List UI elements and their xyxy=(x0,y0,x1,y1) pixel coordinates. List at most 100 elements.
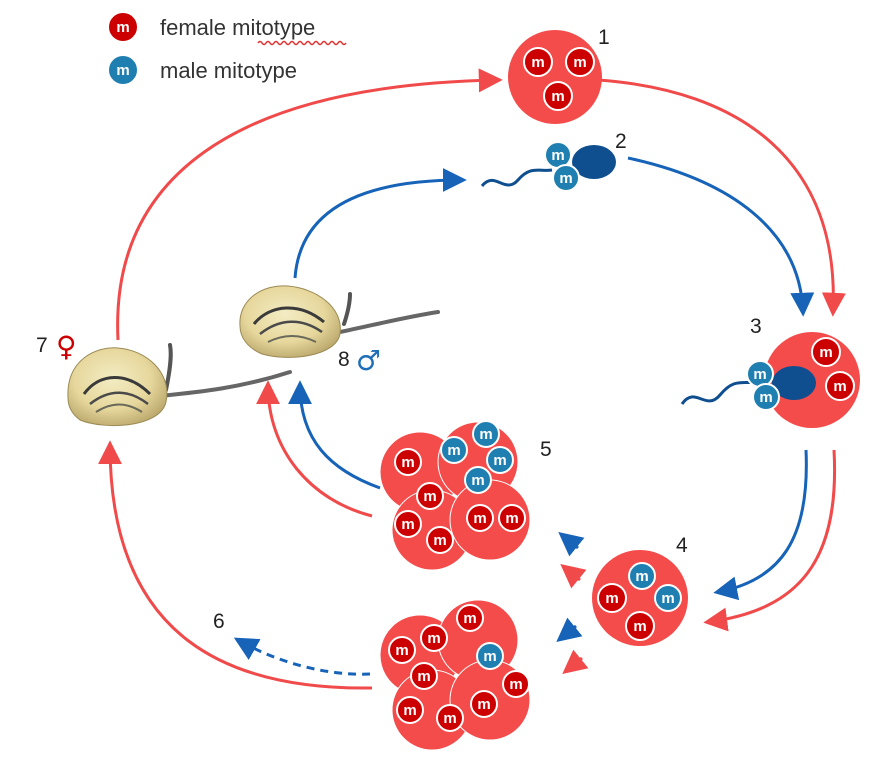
arrow-embryo-to-6-dashed xyxy=(233,637,371,676)
arrow-zygote-to-4cell-red xyxy=(703,449,837,632)
legend-male-swatch: m xyxy=(107,54,139,86)
svg-text:m: m xyxy=(463,610,476,627)
legend-male-glyph: m xyxy=(116,62,129,79)
male-mito: m xyxy=(486,446,514,474)
svg-text:m: m xyxy=(479,426,492,443)
arrow-4-to-female-embryo-red xyxy=(562,649,589,675)
svg-text:m: m xyxy=(471,472,484,489)
arrow-sperm-to-zygote xyxy=(627,156,815,317)
stage-label-7: 7 xyxy=(36,334,48,357)
zygote-icon: m m m m xyxy=(680,332,860,428)
svg-text:m: m xyxy=(403,702,416,719)
female-symbol: ♀ xyxy=(56,330,77,363)
svg-text:m: m xyxy=(401,516,414,533)
female-mito: m xyxy=(470,690,498,718)
female-mito: m xyxy=(597,583,627,613)
svg-text:m: m xyxy=(661,590,674,607)
svg-text:m: m xyxy=(531,54,544,71)
svg-text:m: m xyxy=(483,648,496,665)
stage-label-8: 8 xyxy=(338,348,350,371)
svg-text:m: m xyxy=(473,510,486,527)
female-mito: m xyxy=(502,670,530,698)
female-mito: m xyxy=(436,704,464,732)
svg-text:m: m xyxy=(395,642,408,659)
female-mito: m xyxy=(825,371,855,401)
female-mito: m xyxy=(394,510,422,538)
arrow-zygote-to-4cell-blue xyxy=(713,449,808,601)
svg-text:m: m xyxy=(633,618,646,635)
svg-text:m: m xyxy=(447,442,460,459)
female-embryo-icon: m m m m m m m m m xyxy=(379,599,531,751)
male-mito: m xyxy=(552,164,580,192)
female-mito: m xyxy=(426,526,454,554)
arrow-4-to-5-red xyxy=(560,563,587,589)
egg-cell-icon: m m m xyxy=(508,30,602,124)
svg-text:m: m xyxy=(417,668,430,685)
arrow-4-to-5-blue xyxy=(558,531,585,557)
female-mito: m xyxy=(523,47,553,77)
legend-female-glyph: m xyxy=(116,19,129,36)
stage-label-3: 3 xyxy=(750,315,762,338)
svg-text:m: m xyxy=(635,568,648,585)
stage-label-1: 1 xyxy=(598,26,610,49)
svg-text:m: m xyxy=(443,710,456,727)
female-mito: m xyxy=(456,604,484,632)
male-embryo-icon: m m m m m m m m m m xyxy=(379,420,531,571)
male-symbol: ♂ xyxy=(356,344,381,377)
male-mito: m xyxy=(654,584,682,612)
svg-text:m: m xyxy=(819,344,832,361)
stage-label-2: 2 xyxy=(615,130,627,153)
arrow-5-to-male-red xyxy=(256,380,373,518)
arrow-4-to-female-embryo-blue xyxy=(556,617,583,643)
svg-text:m: m xyxy=(753,366,766,383)
male-mito: m xyxy=(476,642,504,670)
svg-text:m: m xyxy=(427,630,440,647)
svg-text:m: m xyxy=(505,510,518,527)
stage-label-4: 4 xyxy=(676,534,688,557)
svg-text:m: m xyxy=(559,170,572,187)
female-mito: m xyxy=(466,504,494,532)
stage-label-6: 6 xyxy=(213,610,225,633)
svg-text:m: m xyxy=(605,590,618,607)
svg-text:m: m xyxy=(493,452,506,469)
legend-male-label: male mitotype xyxy=(160,58,297,83)
svg-text:m: m xyxy=(759,389,772,406)
female-mito: m xyxy=(543,81,573,111)
female-mito: m xyxy=(396,696,424,724)
female-mito: m xyxy=(565,47,595,77)
svg-text:m: m xyxy=(509,676,522,693)
svg-text:m: m xyxy=(433,532,446,549)
male-mito: m xyxy=(440,436,468,464)
legend: m female mitotype m male mitotype xyxy=(107,11,347,86)
male-mito: m xyxy=(472,420,500,448)
female-mito: m xyxy=(420,624,448,652)
svg-text:m: m xyxy=(573,54,586,71)
arrow-embryo-to-female xyxy=(98,440,373,690)
female-mito: m xyxy=(388,636,416,664)
female-mito: m xyxy=(394,448,422,476)
male-mito: m xyxy=(746,360,774,388)
male-mito: m xyxy=(628,562,656,590)
arrow-5-to-male-blue xyxy=(288,380,381,490)
female-mito: m xyxy=(410,662,438,690)
arrow-male-to-sperm xyxy=(293,168,467,279)
female-mito: m xyxy=(811,337,841,367)
sperm-cell-icon: m m xyxy=(480,141,616,192)
svg-text:m: m xyxy=(477,696,490,713)
clam-icon xyxy=(239,285,440,358)
spellcheck-underline xyxy=(257,40,347,46)
embryo-stage-4-icon: m m m m xyxy=(592,550,688,646)
clam-icon xyxy=(67,343,292,427)
female-mito: m xyxy=(498,504,526,532)
legend-female-swatch: m xyxy=(107,11,139,43)
male-mito: m xyxy=(464,466,492,494)
svg-text:m: m xyxy=(551,147,564,164)
arrow-egg-to-zygote xyxy=(597,78,846,317)
svg-text:m: m xyxy=(401,454,414,471)
svg-text:m: m xyxy=(423,488,436,505)
female-mito: m xyxy=(416,482,444,510)
legend-female-label: female mitotype xyxy=(160,15,315,40)
svg-text:m: m xyxy=(551,88,564,105)
female-mito: m xyxy=(625,611,655,641)
